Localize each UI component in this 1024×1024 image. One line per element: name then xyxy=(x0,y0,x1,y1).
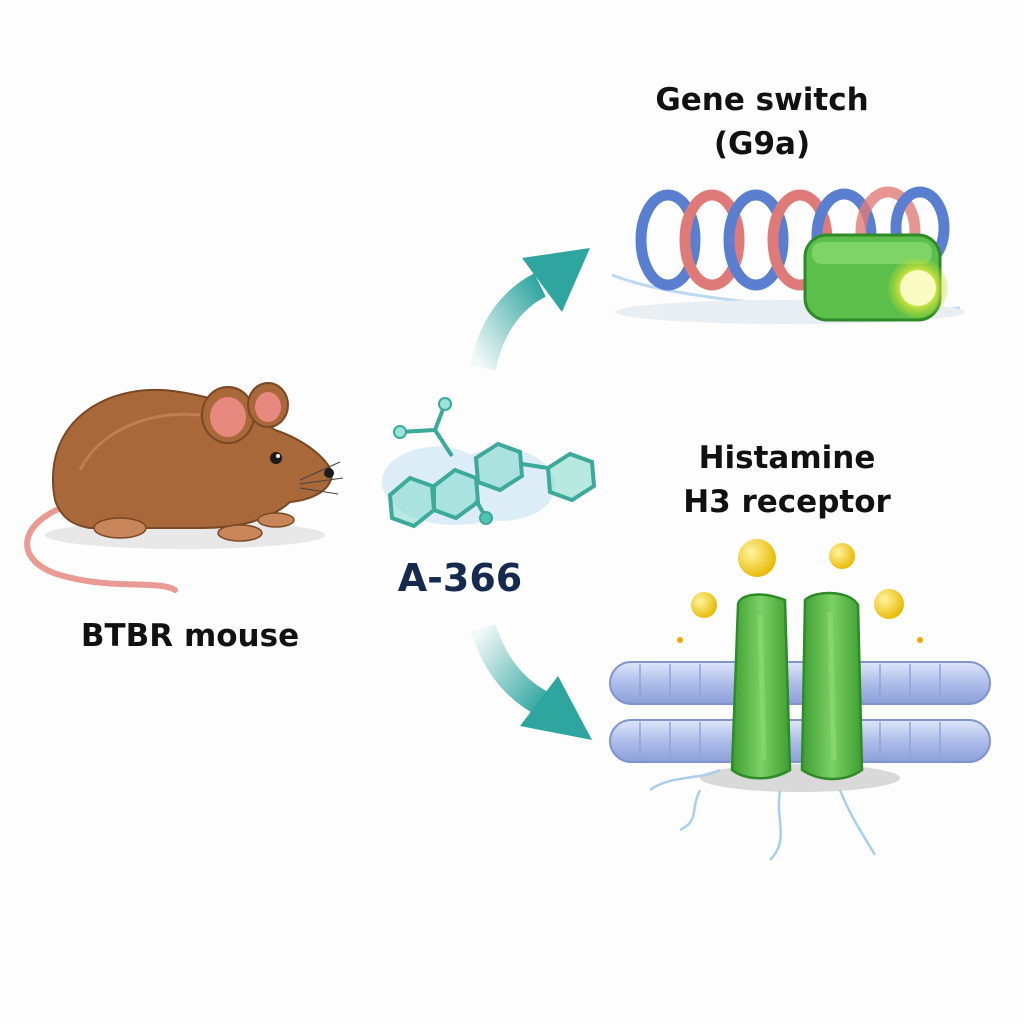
mouse-label: BTBR mouse xyxy=(80,618,300,654)
gene-switch-icon xyxy=(803,233,948,322)
receptor-label: Histamine H3 receptor xyxy=(642,436,932,524)
arrow-to-receptor xyxy=(470,623,592,740)
gene-switch-label-line1: Gene switch xyxy=(655,82,869,118)
mouse-tail xyxy=(24,502,178,593)
receptor-label-line1: Histamine xyxy=(698,440,876,476)
mouse-eye xyxy=(270,452,282,464)
drug-label: A-366 xyxy=(397,556,523,600)
arrow-to-gene-switch xyxy=(470,248,590,371)
gene-switch-label: Gene switch (G9a) xyxy=(612,78,912,166)
membrane-icon xyxy=(609,661,991,861)
ligand-icon xyxy=(677,539,923,643)
mouse-icon xyxy=(24,382,344,593)
gene-switch-label-line2: (G9a) xyxy=(713,126,811,162)
molecule-icon xyxy=(382,397,597,529)
receptor-icon xyxy=(730,591,864,781)
mouse-nose xyxy=(324,468,334,478)
mouse-body xyxy=(52,388,334,529)
receptor-label-line2: H3 receptor xyxy=(683,484,891,520)
